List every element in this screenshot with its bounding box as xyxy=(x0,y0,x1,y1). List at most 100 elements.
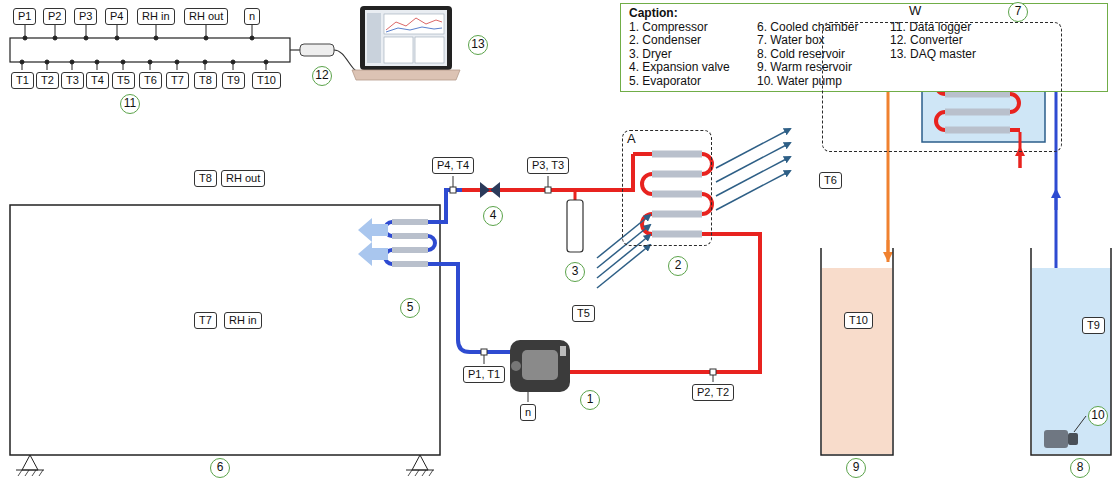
caption-item: 7. Water box xyxy=(757,34,884,48)
callout-number: 8 xyxy=(1070,458,1090,478)
sensor-tag: P3, T3 xyxy=(527,157,569,174)
callout-text: 6 xyxy=(217,460,224,474)
tag-text: RH in xyxy=(142,10,170,22)
tag-text: T10 xyxy=(849,314,868,326)
sensor-tag: T2 xyxy=(36,72,59,89)
callout-number: 7 xyxy=(1008,2,1028,22)
sensor-tag: RH out xyxy=(221,170,265,187)
caption-item: 13. DAQ master xyxy=(890,48,976,62)
sensor-tag: T10 xyxy=(844,312,873,329)
sensor-tag: T9 xyxy=(1082,317,1105,334)
callout-text: 2 xyxy=(675,258,682,272)
callout-number: 9 xyxy=(846,458,866,478)
sensor-tag: RH in xyxy=(224,312,262,329)
sensor-tag: T8 xyxy=(194,72,217,89)
sensor-tag: P1 xyxy=(13,8,36,25)
sensor-tag: T6 xyxy=(139,72,162,89)
region-box: A xyxy=(622,130,712,246)
callout-text: 4 xyxy=(490,208,497,222)
tag-text: T6 xyxy=(824,174,837,186)
sensor-tag: T4 xyxy=(86,72,109,89)
caption-item: 8. Cold reservoir xyxy=(757,48,884,62)
sensor-tag: T3 xyxy=(61,72,84,89)
tag-text: RH in xyxy=(229,314,257,326)
tag-text: T1 xyxy=(16,74,29,86)
caption-grid: 1. Compressor2. Condenser3. Dryer4. Expa… xyxy=(629,21,1099,89)
callout-number: 2 xyxy=(668,256,688,276)
tag-text: T6 xyxy=(144,74,157,86)
sensor-tag: RH out xyxy=(184,8,228,25)
sensor-tag: T7 xyxy=(194,312,217,329)
tag-text: RH out xyxy=(226,172,260,184)
callout-number: 4 xyxy=(483,206,503,226)
tag-text: P4 xyxy=(110,10,123,22)
sensor-tag: P2, T2 xyxy=(692,384,734,401)
tag-text: T8 xyxy=(199,74,212,86)
sensor-tag: P2 xyxy=(43,8,66,25)
tag-text: P4, T4 xyxy=(437,159,469,171)
tag-text: T5 xyxy=(577,307,590,319)
tag-text: T7 xyxy=(171,74,184,86)
tag-text: P2, T2 xyxy=(697,386,729,398)
sensor-tag: T5 xyxy=(112,72,135,89)
tag-text: T10 xyxy=(257,74,276,86)
sensor-tag: T7 xyxy=(166,72,189,89)
sensor-tag: RH in xyxy=(137,8,175,25)
sensor-tag: n xyxy=(520,404,536,421)
caption-item: 5. Evaporator xyxy=(629,75,751,89)
callout-text: 13 xyxy=(471,37,484,51)
caption-item: 10. Water pump xyxy=(757,75,884,89)
callout-text: 7 xyxy=(1015,4,1022,18)
callout-text: 5 xyxy=(407,300,414,314)
sensor-tag: T6 xyxy=(819,172,842,189)
region-label: A xyxy=(627,131,636,146)
sensor-tag: T9 xyxy=(222,72,245,89)
tag-text: T2 xyxy=(41,74,54,86)
sensor-tag: P3 xyxy=(74,8,97,25)
callout-text: 11 xyxy=(124,96,136,110)
callout-number: 12 xyxy=(312,66,332,86)
sensor-tag: P4 xyxy=(105,8,128,25)
tag-text: P2 xyxy=(48,10,61,22)
tag-text: T7 xyxy=(199,314,212,326)
tag-text: T5 xyxy=(117,74,130,86)
callout-text: 8 xyxy=(1077,460,1084,474)
callout-number: 3 xyxy=(565,262,585,282)
sensor-tag: T8 xyxy=(194,170,217,187)
tag-text: P3, T3 xyxy=(532,159,564,171)
callout-number: 13 xyxy=(468,35,488,55)
caption-box: Caption:1. Compressor2. Condenser3. Drye… xyxy=(620,3,1108,92)
caption-item: 9. Warm reservoir xyxy=(757,61,884,75)
callout-number: 1 xyxy=(580,390,600,410)
sensor-tag: P1, T1 xyxy=(463,366,505,383)
tag-text: RH out xyxy=(189,10,223,22)
caption-item: 2. Condenser xyxy=(629,34,751,48)
callout-text: 12 xyxy=(315,68,328,82)
callout-text: 9 xyxy=(853,460,860,474)
tag-text: n xyxy=(525,406,531,418)
tag-text: P1, T1 xyxy=(468,368,500,380)
caption-item: 4. Expansion valve xyxy=(629,61,751,75)
sensor-tag: T10 xyxy=(252,72,281,89)
callout-number: 11 xyxy=(120,94,140,114)
sensor-tag: n xyxy=(244,8,260,25)
caption-item: 1. Compressor xyxy=(629,21,751,35)
tag-text: T8 xyxy=(199,172,212,184)
sensor-tag: T1 xyxy=(11,72,34,89)
callout-text: 3 xyxy=(572,264,579,278)
callout-number: 10 xyxy=(1088,406,1108,426)
tag-text: n xyxy=(249,10,255,22)
tag-text: T9 xyxy=(227,74,240,86)
caption-item: 3. Dryer xyxy=(629,48,751,62)
tag-text: T3 xyxy=(66,74,79,86)
tag-text: T9 xyxy=(1087,319,1100,331)
tag-text: P3 xyxy=(79,10,92,22)
caption-heading: Caption: xyxy=(629,7,1099,21)
caption-item: 12. Converter xyxy=(890,34,976,48)
sensor-tag: T5 xyxy=(572,305,595,322)
callout-number: 6 xyxy=(210,458,230,478)
tag-text: P1 xyxy=(18,10,31,22)
callout-text: 1 xyxy=(587,392,594,406)
callout-text: 10 xyxy=(1091,408,1104,422)
